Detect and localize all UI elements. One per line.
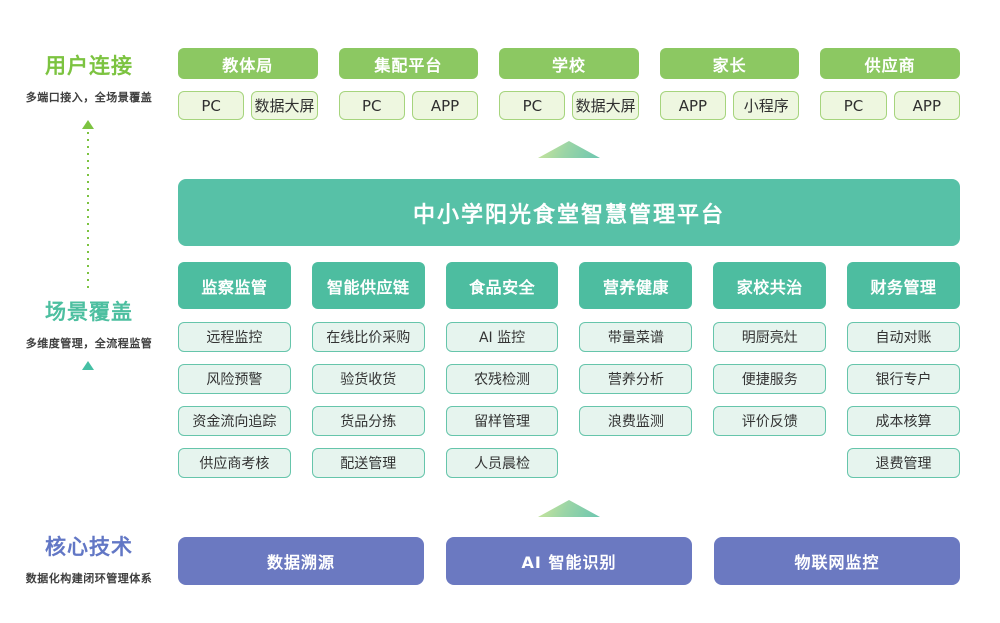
core-tech-row: 数据溯源 AI 智能识别 物联网监控 bbox=[178, 537, 960, 585]
rail-title-user-connection: 用户连接 bbox=[45, 54, 133, 78]
user-group-supplier: 供应商 PC APP bbox=[820, 48, 960, 120]
device-chip: PC bbox=[178, 91, 245, 120]
scene-header: 食品安全 bbox=[445, 262, 559, 309]
scene-header: 监察监管 bbox=[178, 262, 291, 309]
scene-item: 评价反馈 bbox=[713, 406, 827, 436]
scene-item: 资金流向追踪 bbox=[178, 406, 291, 436]
device-row: PC APP bbox=[338, 91, 479, 120]
scene-col-finance: 财务管理 自动对账 银行专户 成本核算 退费管理 bbox=[847, 262, 960, 478]
device-chip: 数据大屏 bbox=[572, 91, 639, 120]
device-chip: PC bbox=[820, 91, 887, 120]
rail-section-user-connection: 用户连接 多端口接入，全场景覆盖 bbox=[0, 50, 178, 105]
scene-item: AI 监控 bbox=[445, 322, 559, 352]
device-row: PC APP bbox=[820, 91, 960, 120]
scene-item: 银行专户 bbox=[847, 364, 960, 394]
scene-header: 家校共治 bbox=[713, 262, 827, 309]
scene-col-home-school: 家校共治 明厨亮灶 便捷服务 评价反馈 bbox=[713, 262, 827, 436]
group-header: 教体局 bbox=[178, 48, 318, 79]
scene-col-supervision: 监察监管 远程监控 风险预警 资金流向追踪 供应商考核 bbox=[178, 262, 291, 478]
rail-section-scene-coverage: 场景覆盖 多维度管理，全流程监管 bbox=[0, 296, 178, 351]
user-group-parents: 家长 APP 小程序 bbox=[659, 48, 800, 120]
device-chip: PC bbox=[338, 91, 405, 120]
device-chip: APP bbox=[659, 91, 727, 120]
scene-item: 退费管理 bbox=[847, 448, 960, 478]
scene-col-nutrition: 营养健康 带量菜谱 营养分析 浪费监测 bbox=[579, 262, 693, 436]
scene-item: 远程监控 bbox=[178, 322, 291, 352]
scene-item: 浪费监测 bbox=[579, 406, 693, 436]
scene-item: 带量菜谱 bbox=[579, 322, 693, 352]
rail-section-core-tech: 核心技术 数据化构建闭环管理体系 bbox=[0, 531, 178, 586]
tech-banner-iot-monitoring: 物联网监控 bbox=[714, 537, 960, 585]
device-chip: PC bbox=[499, 91, 566, 120]
scene-item: 货品分拣 bbox=[311, 406, 425, 436]
scene-col-food-safety: 食品安全 AI 监控 农残检测 留样管理 人员晨检 bbox=[445, 262, 559, 478]
flow-connector-2 bbox=[82, 361, 94, 526]
up-arrow-icon bbox=[538, 141, 600, 158]
device-chip: 小程序 bbox=[733, 91, 800, 120]
device-row: APP 小程序 bbox=[659, 91, 800, 120]
tech-banner-data-trace: 数据溯源 bbox=[178, 537, 424, 585]
scene-columns-row: 监察监管 远程监控 风险预警 资金流向追踪 供应商考核 智能供应链 在线比价采购… bbox=[178, 262, 960, 478]
scene-item: 明厨亮灶 bbox=[713, 322, 827, 352]
scene-item: 便捷服务 bbox=[713, 364, 827, 394]
scene-header: 智能供应链 bbox=[311, 262, 425, 309]
scene-item: 人员晨检 bbox=[445, 448, 559, 478]
scene-item: 自动对账 bbox=[847, 322, 960, 352]
scene-header: 财务管理 bbox=[847, 262, 960, 309]
flow-connector-1 bbox=[82, 120, 94, 292]
user-group-school: 学校 PC 数据大屏 bbox=[499, 48, 639, 120]
up-arrowhead-icon bbox=[82, 361, 94, 370]
rail-title-scene-coverage: 场景覆盖 bbox=[45, 300, 133, 324]
scene-item: 在线比价采购 bbox=[311, 322, 425, 352]
rail-subtitle-core-tech: 数据化构建闭环管理体系 bbox=[25, 572, 153, 585]
group-header: 学校 bbox=[499, 48, 639, 79]
scene-item: 营养分析 bbox=[579, 364, 693, 394]
rail-subtitle-user-connection: 多端口接入，全场景覆盖 bbox=[25, 91, 153, 104]
group-header: 家长 bbox=[659, 48, 800, 79]
user-groups-row: 教体局 PC 数据大屏 集配平台 PC APP 学校 PC 数据大屏 bbox=[178, 48, 960, 120]
device-row: PC 数据大屏 bbox=[499, 91, 639, 120]
scene-item: 留样管理 bbox=[445, 406, 559, 436]
device-row: PC 数据大屏 bbox=[178, 91, 318, 120]
up-arrowhead-icon bbox=[82, 120, 94, 129]
scene-item: 验货收货 bbox=[311, 364, 425, 394]
up-arrow-icon bbox=[538, 500, 600, 517]
device-chip: APP bbox=[411, 91, 479, 120]
rail-subtitle-scene-coverage: 多维度管理，全流程监管 bbox=[25, 337, 153, 350]
scene-col-supply-chain: 智能供应链 在线比价采购 验货收货 货品分拣 配送管理 bbox=[311, 262, 425, 478]
user-group-jiaotiju: 教体局 PC 数据大屏 bbox=[178, 48, 318, 120]
group-header: 供应商 bbox=[820, 48, 960, 79]
scene-item: 成本核算 bbox=[847, 406, 960, 436]
scene-item: 风险预警 bbox=[178, 364, 291, 394]
user-group-jipei-platform: 集配平台 PC APP bbox=[338, 48, 479, 120]
device-chip: APP bbox=[893, 91, 960, 120]
scene-header: 营养健康 bbox=[579, 262, 693, 309]
rail-title-core-tech: 核心技术 bbox=[45, 535, 133, 559]
scene-item: 配送管理 bbox=[311, 448, 425, 478]
platform-title-banner: 中小学阳光食堂智慧管理平台 bbox=[178, 179, 960, 246]
scene-item: 农残检测 bbox=[445, 364, 559, 394]
tech-banner-ai-recognition: AI 智能识别 bbox=[446, 537, 692, 585]
device-chip: 数据大屏 bbox=[251, 91, 318, 120]
group-header: 集配平台 bbox=[338, 48, 479, 79]
scene-item: 供应商考核 bbox=[178, 448, 291, 478]
